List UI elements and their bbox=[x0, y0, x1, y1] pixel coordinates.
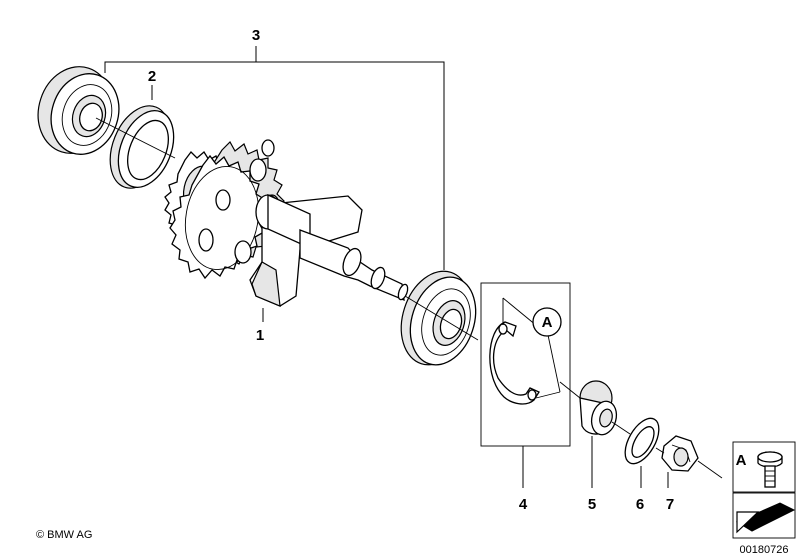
arrow-icon bbox=[735, 502, 796, 534]
ring-2 bbox=[95, 105, 176, 189]
callout-5: 5 bbox=[588, 496, 596, 513]
left-bearing bbox=[37, 66, 120, 155]
callout-2: 2 bbox=[148, 68, 156, 85]
bushing-5 bbox=[579, 380, 618, 436]
callout-6: 6 bbox=[636, 496, 644, 513]
callout-4: 4 bbox=[519, 496, 528, 513]
circlip-4: A bbox=[480, 282, 571, 447]
washer-6 bbox=[624, 417, 660, 465]
crankshaft-1 bbox=[164, 139, 409, 307]
callout-3: 3 bbox=[252, 27, 260, 44]
diagram-number: 00180726 bbox=[740, 544, 789, 556]
axis-lines bbox=[559, 381, 723, 479]
legend-marker-label: A bbox=[736, 452, 747, 469]
right-bearing bbox=[400, 270, 479, 366]
callout-1: 1 bbox=[256, 327, 264, 344]
callout-leaders bbox=[262, 308, 669, 488]
bolt-icon bbox=[757, 451, 783, 488]
bracket-3 bbox=[104, 46, 445, 270]
legend-box: A bbox=[732, 441, 796, 539]
copyright-label: © BMW AG bbox=[36, 529, 92, 541]
nut-7 bbox=[661, 435, 699, 472]
detail-marker-label: A bbox=[542, 314, 553, 331]
callout-7: 7 bbox=[666, 496, 674, 513]
